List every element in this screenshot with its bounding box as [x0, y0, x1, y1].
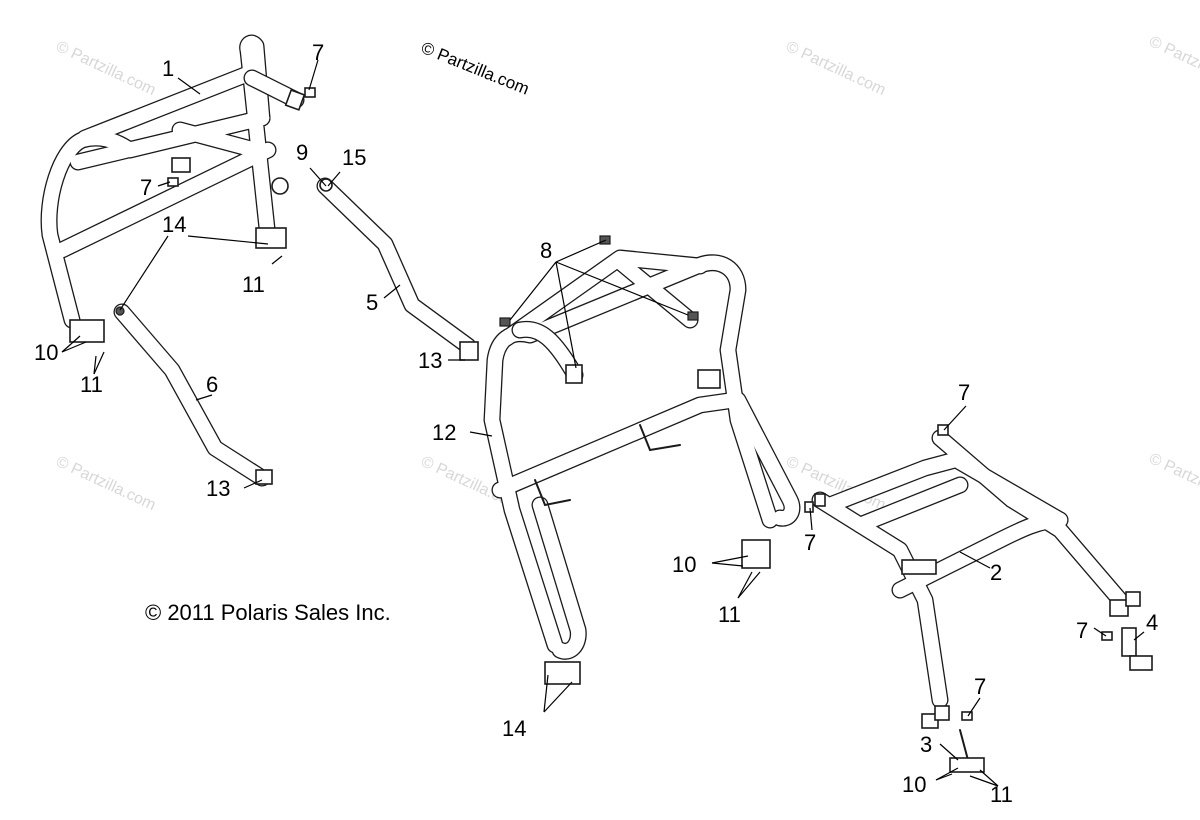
copyright-partzilla: © Partzilla.com: [419, 38, 532, 99]
callout-10: 10: [34, 340, 58, 365]
callout-11: 11: [718, 602, 741, 627]
callout-10: 10: [672, 552, 696, 577]
callout-10: 10: [902, 772, 926, 797]
copyright-polaris: © 2011 Polaris Sales Inc.: [145, 600, 391, 625]
callout-9: 9: [296, 140, 308, 165]
callout-2: 2: [990, 560, 1002, 585]
callout-4: 4: [1146, 610, 1158, 635]
callout-7: 7: [312, 40, 324, 65]
callout-15: 15: [342, 145, 366, 170]
watermark: © Partzilla.com: [783, 38, 888, 99]
callout-7: 7: [804, 530, 816, 555]
callout-13: 13: [206, 476, 230, 501]
callouts: 1 7 7 14 11 9 15 5 13 10 11 6 13 8 12 14…: [34, 40, 1158, 807]
callout-5: 5: [366, 290, 378, 315]
part-2-right-frame: [811, 429, 1141, 729]
part-6-brace: [113, 303, 273, 487]
callout-11: 11: [80, 372, 103, 397]
callout-11: 11: [990, 782, 1013, 807]
callout-8: 8: [540, 238, 552, 263]
watermark: © Partzilla.com: [53, 453, 158, 514]
watermark: © Partzilla.com: [1146, 450, 1200, 511]
part-12-front-frame: [483, 249, 801, 685]
callout-7: 7: [140, 175, 152, 200]
callout-6: 6: [206, 372, 218, 397]
callout-14: 14: [502, 716, 526, 741]
part-4-mount: [1121, 627, 1153, 671]
part-3-mount: [949, 729, 985, 773]
callout-7: 7: [958, 380, 970, 405]
callout-7: 7: [974, 674, 986, 699]
callout-13: 13: [418, 348, 442, 373]
part-7-hardware: [167, 87, 1113, 721]
part-5-brace: [316, 177, 479, 361]
callout-7: 7: [1076, 618, 1088, 643]
part-1-rear-frame: [40, 34, 306, 343]
callout-12: 12: [432, 420, 456, 445]
callout-11: 11: [242, 272, 265, 297]
callout-3: 3: [920, 732, 932, 757]
watermark: © Partzilla.com: [53, 38, 158, 99]
watermark: © Partzilla.com: [1146, 33, 1200, 94]
leader-lines: [61, 59, 1145, 787]
callout-14: 14: [162, 212, 186, 237]
callout-1: 1: [162, 56, 174, 81]
